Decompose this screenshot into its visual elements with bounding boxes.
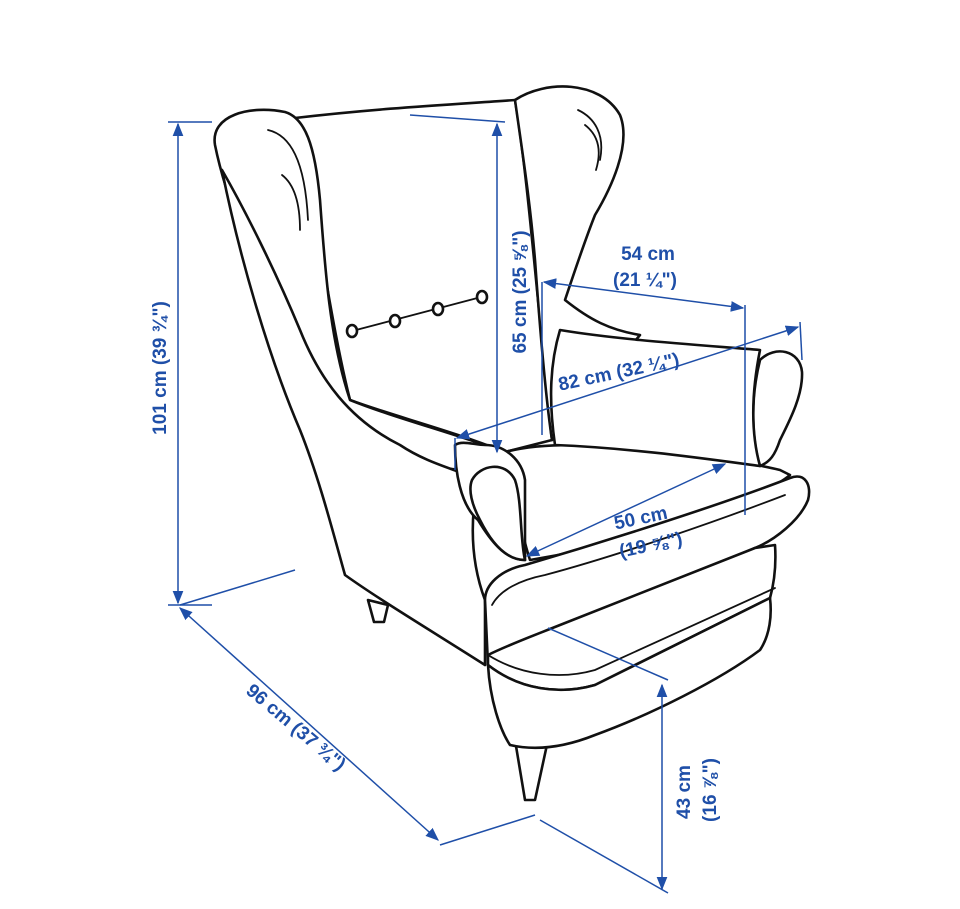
tufting-buttons — [345, 289, 489, 339]
label-seat-width-metric: 54 cm — [621, 244, 675, 265]
chair-side — [220, 168, 487, 667]
label-seat-width-imperial: (21 ¼") — [613, 270, 677, 291]
label-back-height: 65 cm (25 ⅝") — [510, 230, 531, 353]
label-total-height: 101 cm (39 ¾") — [150, 301, 171, 435]
label-seat-height-metric: 43 cm — [674, 765, 695, 819]
armchair-illustration — [213, 85, 811, 802]
seat-front — [483, 475, 811, 667]
back-left-leg — [366, 598, 390, 624]
label-total-depth: 96 cm (37 ¾") — [242, 680, 350, 775]
dim-seat-depth — [525, 463, 727, 557]
right-armrest — [751, 350, 804, 468]
label-seat-height-imperial: (16 ⅞") — [700, 758, 721, 822]
dim-seat-height — [539, 627, 669, 894]
dim-total-width — [454, 321, 803, 470]
dim-total-height — [168, 121, 212, 606]
dim-total-depth — [178, 569, 536, 846]
